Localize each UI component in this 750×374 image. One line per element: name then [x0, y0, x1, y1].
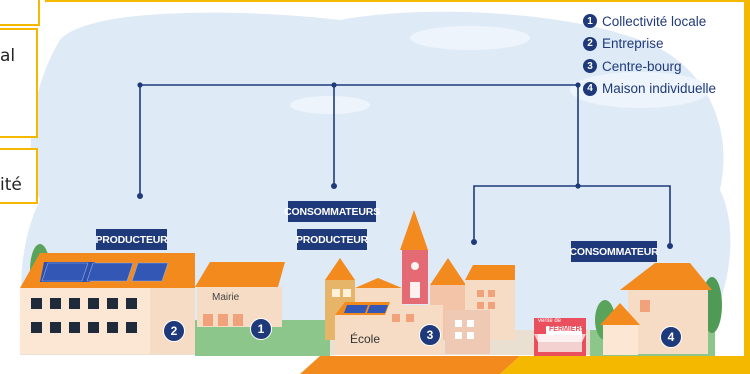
side-box-middle: al	[0, 28, 38, 138]
cloud-shape	[290, 96, 370, 114]
tag-producteur-entreprise: PRODUCTEUR	[95, 229, 168, 250]
building-farm-shop	[534, 318, 586, 356]
farm-shop-label-top: vente de	[538, 318, 562, 324]
legend-item: 4 Maison individuelle	[583, 78, 716, 101]
bottom-stripe	[300, 356, 520, 374]
mairie-label: Mairie	[212, 292, 240, 303]
legend-item: 1 Collectivité locale	[583, 10, 716, 33]
legend-number: 4	[583, 81, 597, 96]
badge-entreprise: 2	[163, 320, 185, 342]
badge-mairie: 1	[250, 318, 272, 340]
legend-label: Collectivité locale	[602, 13, 707, 29]
tag-producteur-centre: PRODUCTEUR	[296, 229, 368, 250]
legend-label: Maison individuelle	[602, 81, 717, 97]
badge-centre-bourg: 3	[419, 324, 441, 346]
legend-number: 1	[583, 14, 597, 29]
legend-item: 3 Centre-bourg	[583, 55, 716, 78]
side-box-bottom: ité	[0, 148, 38, 204]
building-entreprise	[20, 253, 195, 354]
network-endpoints	[137, 82, 673, 249]
legend: 1 Collectivité locale 2 Entreprise 3 Cen…	[583, 10, 716, 100]
building-mairie	[195, 262, 285, 327]
side-box-text: ité	[0, 175, 22, 195]
legend-label: Entreprise	[602, 36, 664, 52]
energy-network-lines	[139, 84, 671, 246]
cloud-shape	[570, 72, 710, 108]
legend-label: Centre-bourg	[602, 58, 682, 74]
building-ecole	[335, 302, 390, 355]
legend-item: 2 Entreprise	[583, 33, 716, 56]
top-frame-line	[45, 0, 750, 2]
bottom-stripe	[500, 356, 750, 374]
legend-number: 2	[583, 36, 597, 51]
cloud-shape	[410, 26, 530, 50]
tag-consommateurs: CONSOMMATEURS	[284, 201, 380, 222]
side-box-top	[0, 0, 40, 26]
right-frame-edge	[744, 0, 750, 374]
tag-consommateur-maison: CONSOMMATEUR	[570, 241, 659, 262]
farm-shop-label: FERMIERS	[549, 326, 586, 333]
legend-number: 3	[583, 59, 597, 74]
badge-maison: 4	[660, 326, 682, 348]
side-box-text: al	[0, 46, 16, 66]
ecole-label: École	[350, 332, 381, 346]
sky-background	[21, 11, 731, 340]
